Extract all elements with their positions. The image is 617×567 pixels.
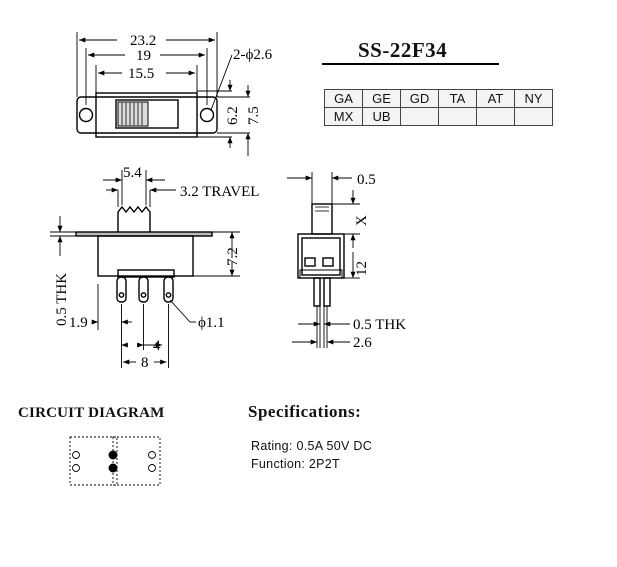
circuit-diagram-title: CIRCUIT DIAGRAM bbox=[18, 405, 165, 421]
dim-height-outer: 7.5 bbox=[246, 106, 262, 125]
dim-knob-height: X bbox=[354, 215, 370, 226]
table-row: GA GE GD TA AT NY bbox=[324, 89, 553, 108]
plating-code-table: GA GE GD TA AT NY MX UB bbox=[324, 89, 553, 126]
model-title-underline bbox=[322, 63, 499, 65]
code-cell: AT bbox=[476, 89, 515, 108]
spec-rating: Rating: 0.5A 50V DC bbox=[251, 439, 373, 453]
code-cell: GA bbox=[324, 89, 363, 108]
code-cell bbox=[438, 107, 477, 126]
code-cell bbox=[476, 107, 515, 126]
dim-travel: 3.2 TRAVEL bbox=[180, 184, 259, 200]
dim-end-pin-pitch: 2.6 bbox=[353, 335, 372, 351]
code-cell: TA bbox=[438, 89, 477, 108]
dim-pin-offset: 1.9 bbox=[69, 315, 88, 331]
end-view bbox=[287, 172, 360, 348]
dim-pin-pitch: 4 bbox=[153, 338, 161, 354]
dim-knob-width: 5.4 bbox=[123, 165, 142, 181]
table-row: MX UB bbox=[324, 107, 553, 126]
dim-side-height: 7.2 bbox=[225, 247, 241, 266]
model-title: SS-22F34 bbox=[358, 38, 448, 62]
dim-body-height: 12 bbox=[354, 261, 370, 276]
spec-function: Function: 2P2T bbox=[251, 457, 340, 471]
side-view bbox=[50, 170, 240, 368]
specifications-title: Specifications: bbox=[248, 402, 362, 421]
dim-mount-pitch: 19 bbox=[136, 48, 151, 64]
code-cell: NY bbox=[514, 89, 553, 108]
code-cell: UB bbox=[362, 107, 401, 126]
dim-slot-width: 15.5 bbox=[128, 66, 154, 82]
code-cell: MX bbox=[324, 107, 363, 126]
dim-pin-span: 8 bbox=[141, 355, 149, 371]
dim-pin-diameter: ϕ1.1 bbox=[198, 315, 225, 331]
code-cell: GE bbox=[362, 89, 401, 108]
circuit-symbol bbox=[69, 436, 161, 486]
code-cell: GD bbox=[400, 89, 439, 108]
dim-end-thickness: 0.5 THK bbox=[353, 317, 406, 333]
top-view bbox=[76, 32, 251, 156]
dim-plate-thickness: 0.5 THK bbox=[54, 273, 70, 326]
dim-end-top: 0.5 bbox=[357, 172, 376, 188]
dim-overall-width: 23.2 bbox=[130, 33, 156, 49]
dim-height-inner: 6.2 bbox=[225, 106, 241, 125]
dim-hole-label: 2-ϕ2.6 bbox=[233, 47, 273, 63]
code-cell bbox=[400, 107, 439, 126]
code-cell bbox=[514, 107, 553, 126]
